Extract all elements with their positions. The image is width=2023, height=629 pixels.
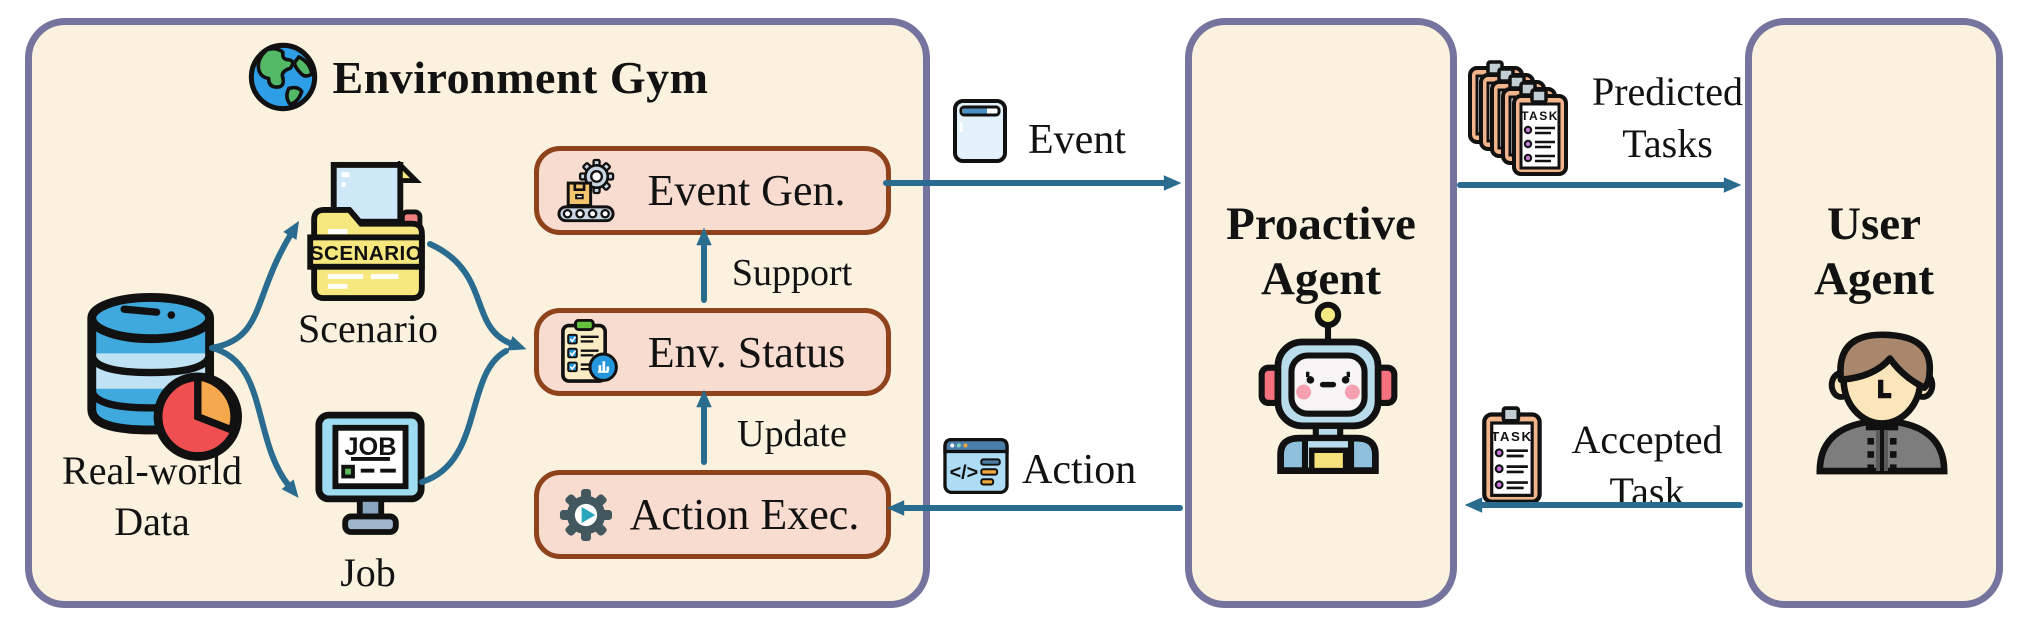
proactive-agent-title: Proactive Agent xyxy=(1226,198,1416,306)
task-stack-icon: TASK xyxy=(1468,60,1568,176)
env-status-label: Env. Status xyxy=(647,327,846,377)
job-screen-text: JOB xyxy=(344,433,396,461)
robot-icon xyxy=(1258,301,1398,474)
support-edge-label: Support xyxy=(731,252,853,294)
clipboard-chart-icon xyxy=(561,319,618,383)
environment-gym-panel: Environment Gym Real-world Data xyxy=(25,18,930,608)
accepted-task-label: Accepted Task xyxy=(1571,417,1723,514)
task-stack-text: TASK xyxy=(1521,109,1559,123)
scenario-label: Scenario xyxy=(298,306,438,351)
environment-gym-header: Environment Gym xyxy=(32,37,923,117)
task-card-text: TASK xyxy=(1491,429,1533,444)
task-clipboard-icon: TASK xyxy=(1482,406,1542,504)
event-flow-label: Event xyxy=(1028,117,1126,163)
svg-text:</>: </> xyxy=(950,462,979,484)
globe-icon xyxy=(248,42,317,112)
env-status-module: Env. Status xyxy=(534,308,891,396)
gear-play-icon xyxy=(559,488,613,541)
event-gen-label: Event Gen. xyxy=(647,166,846,215)
predicted-tasks-label: Predicted Tasks xyxy=(1591,69,1744,166)
scenario-folder-icon: SCENARIO xyxy=(307,161,425,302)
event-gen-module: Event Gen. xyxy=(534,146,891,235)
action-exec-module: Action Exec. xyxy=(534,470,891,559)
action-flow-label: Action xyxy=(1022,447,1137,493)
proactive-agent-panel: Proactive Agent xyxy=(1185,18,1457,608)
job-monitor-icon: JOB xyxy=(315,411,425,535)
real-world-data-label: Real-world Data xyxy=(62,448,242,545)
person-icon xyxy=(1816,331,1948,475)
conveyor-box-gear-icon xyxy=(557,158,615,222)
action-exec-label: Action Exec. xyxy=(629,490,860,539)
environment-gym-title: Environment Gym xyxy=(332,51,709,103)
user-agent-title: User Agent xyxy=(1813,198,1935,306)
code-window-icon: </> xyxy=(943,437,1009,495)
user-agent-panel: User Agent xyxy=(1745,18,2003,608)
window-icon xyxy=(953,99,1007,163)
database-pie-icon xyxy=(87,292,242,461)
scenario-folder-text: SCENARIO xyxy=(310,242,422,265)
update-edge-label: Update xyxy=(737,413,847,455)
job-label: Job xyxy=(340,550,396,595)
